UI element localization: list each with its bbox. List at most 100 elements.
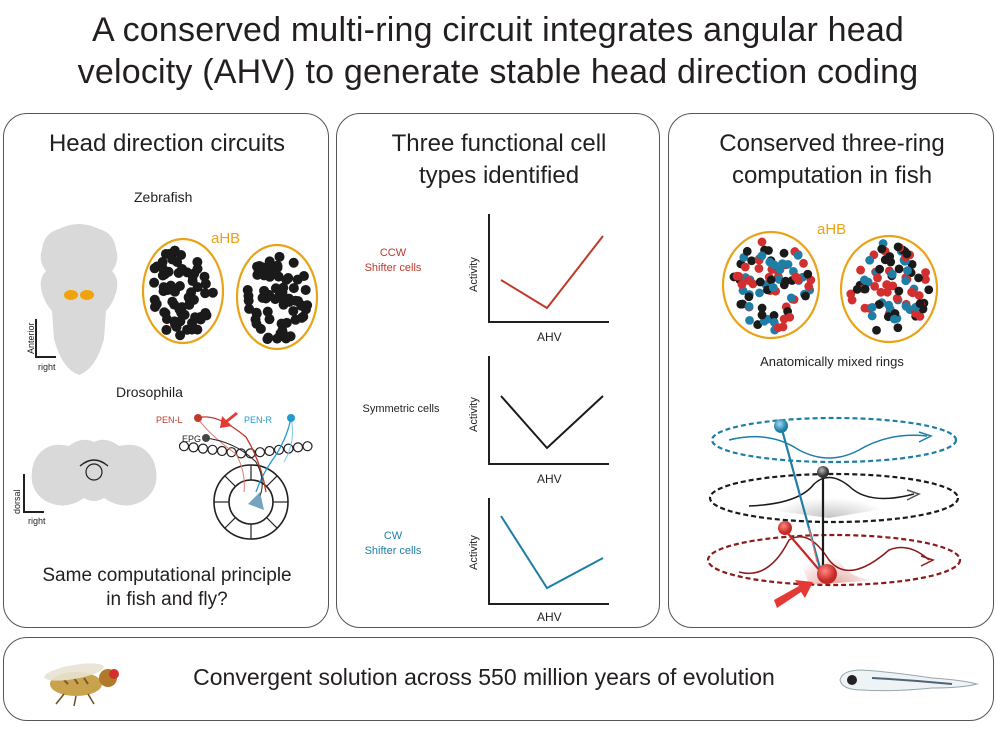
panel2-heading-1: Three functional cell: [391, 130, 607, 157]
cell-dot: [170, 319, 181, 330]
fruit-fly-icon: [44, 663, 119, 707]
cell-dot: [865, 255, 875, 265]
plot3-xlabel: AHV: [537, 610, 562, 624]
cell-dot: [755, 277, 765, 287]
cell-dot: [799, 258, 808, 268]
cell-dot: [169, 245, 180, 256]
cell-dot: [192, 263, 203, 274]
panel3-heading-2: computation in fish: [731, 162, 933, 189]
cell-dot: [757, 237, 767, 247]
cell-dot: [768, 283, 778, 292]
ccw-label-line2: Shifter cells: [364, 262, 422, 274]
cell-dot: [791, 272, 801, 282]
cell-dot: [250, 314, 261, 325]
cell-dot: [742, 246, 752, 256]
ahb-label: aHB: [211, 230, 241, 247]
cell-dot: [877, 244, 887, 254]
cell-dot: [200, 307, 211, 318]
pen-l-label: PEN-L: [156, 415, 183, 425]
cell-dot: [288, 283, 299, 294]
cell-dot: [200, 278, 211, 289]
cell-dot: [173, 267, 184, 278]
cell-dot: [169, 299, 180, 310]
cell-dot: [179, 309, 190, 320]
glomerulus: [254, 447, 266, 458]
cell-dot: [757, 310, 767, 320]
cell-dot: [856, 265, 865, 275]
cell-dot: [769, 311, 779, 320]
epg-label: EPG: [182, 434, 202, 444]
cell-dot: [745, 315, 754, 325]
cell-dot: [151, 299, 162, 310]
cell-dot: [747, 256, 757, 266]
cell-dot: [921, 268, 930, 277]
cell-dot: [870, 281, 880, 291]
cell-dot: [874, 300, 884, 309]
cell-dot: [187, 276, 198, 287]
glomerulus: [216, 445, 228, 457]
cell-dot: [887, 269, 897, 279]
cell-dot: [872, 325, 881, 335]
cell-dot: [876, 287, 886, 297]
cell-dot: [901, 276, 911, 286]
cell-dot: [775, 265, 785, 275]
cell-dot: [175, 330, 186, 341]
cw-label-line2: Shifter cells: [364, 545, 422, 557]
cell-dot: [886, 257, 896, 267]
cell-dot: [914, 273, 923, 283]
cell-dot: [860, 284, 870, 294]
cell-dot: [903, 266, 912, 276]
cell-dot: [753, 320, 763, 329]
cell-dot: [243, 295, 254, 306]
symmetric-label: Symmetric cells: [362, 403, 440, 415]
panel2-heading-2: types identified: [418, 162, 580, 189]
glomerulus: [226, 447, 237, 458]
cw-label-line1: CW: [383, 530, 403, 542]
panel3-heading-1: Conserved three-ring: [719, 130, 945, 157]
plot2-ylabel: Activity: [468, 397, 480, 432]
plot1-xlabel: AHV: [537, 330, 562, 344]
cell-dot: [769, 260, 779, 270]
drosophila-brain-icon: [31, 439, 157, 506]
mixed-ring-right: [839, 234, 939, 344]
cell-dot: [893, 323, 903, 333]
cell-dot: [186, 287, 197, 298]
cell-dot: [288, 306, 299, 317]
cell-dot: [783, 260, 793, 269]
cell-dot: [191, 313, 202, 324]
cell-dot: [801, 291, 810, 301]
cell-dot: [302, 300, 313, 311]
zebrafish-larva-icon: [839, 669, 979, 692]
cell-dot: [273, 271, 284, 282]
zebrafish-label: Zebrafish: [134, 189, 193, 205]
cell-dot: [186, 324, 197, 335]
plot3-ylabel: Activity: [468, 535, 480, 570]
cell-dot: [852, 284, 862, 294]
cell-dot: [275, 328, 286, 339]
cell-dot: [902, 249, 912, 259]
axis-arrows-icon-2: [23, 474, 44, 513]
glomerulus: [197, 443, 209, 454]
cell-dot: [293, 296, 304, 307]
cell-dot: [892, 293, 902, 303]
cell-dot: [915, 311, 925, 321]
drosophila-label: Drosophila: [116, 384, 183, 400]
cell-dot: [785, 312, 795, 322]
cell-dot: [754, 264, 764, 273]
cell-dot: [803, 269, 813, 279]
pen-r-label: PEN-R: [244, 415, 273, 425]
cell-dot: [159, 269, 170, 280]
title-line-1: A conserved multi-ring circuit integrate…: [91, 11, 905, 49]
cell-dot: [893, 242, 903, 252]
glomerulus: [178, 441, 190, 452]
bottom-banner: Convergent solution across 550 million y…: [3, 637, 994, 721]
cell-dot: [921, 275, 930, 284]
cell-dot: [779, 248, 789, 258]
cell-dot: [300, 284, 311, 295]
symmetric-plot: [488, 356, 609, 465]
cell-dot: [915, 299, 925, 309]
cell-dot: [748, 279, 758, 289]
cell-dot: [264, 314, 275, 325]
plot2-xlabel: AHV: [537, 472, 562, 486]
cell-dot: [274, 289, 285, 300]
